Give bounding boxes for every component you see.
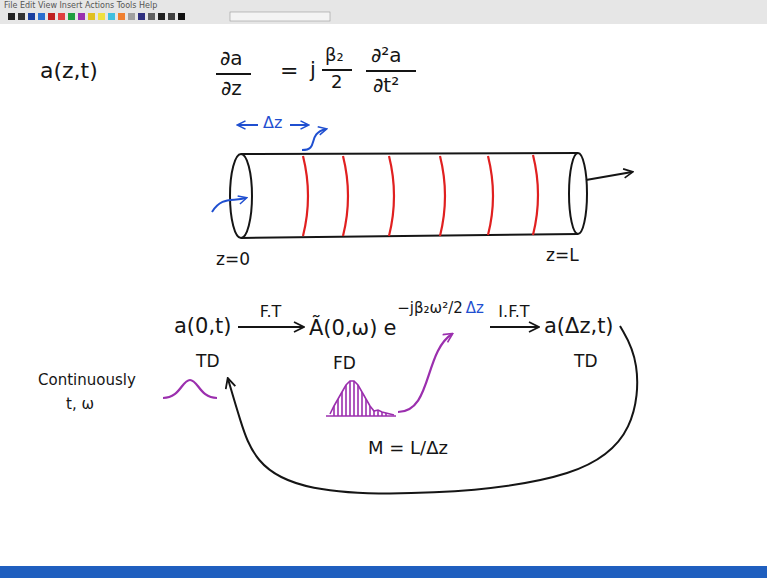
transform-arrow [490, 326, 538, 328]
fraction-bar [322, 69, 352, 71]
domain-tag: TD [196, 352, 219, 372]
menu-text: File Edit View Insert Actions Tools Help [4, 1, 157, 10]
formula-node: Ã(0,ω)e−jβ₂ω²/2ΔzFD [305, 296, 488, 378]
color-palette [8, 12, 330, 21]
taskbar [0, 566, 767, 578]
exponential-base: e [383, 316, 396, 340]
step-label: Δz [263, 114, 282, 132]
pointer-arrow [398, 334, 452, 412]
position-label: z=L [546, 246, 579, 266]
output-arrow [586, 172, 632, 180]
denominator: 2 [331, 72, 342, 93]
time-signal: a(0,t) [174, 314, 232, 338]
transform-arrow [238, 326, 303, 328]
spectrum-symbol: Ã(0,ω) [309, 316, 377, 340]
transform-label: F.T [258, 303, 284, 321]
note: Continuously [38, 372, 136, 389]
domain-tag: FD [333, 354, 356, 374]
transform-label: I.F.T [496, 303, 531, 321]
numerator: β₂ [325, 45, 344, 66]
input-arrow [212, 198, 246, 212]
formula-node: a(Δz,t) TD [540, 310, 618, 376]
note: t, ω [66, 396, 94, 413]
loop-arrow [228, 326, 637, 493]
fiber [230, 153, 587, 238]
denominator: ∂t² [373, 74, 399, 97]
time-signal: a(Δz,t) [544, 314, 614, 338]
step-length: Δz [466, 300, 484, 317]
step-count: M = L/Δz [366, 438, 450, 459]
field-symbol: a(z,t) [40, 58, 98, 83]
spectrum-sketch [326, 381, 396, 416]
denominator: ∂z [221, 77, 242, 100]
numerator: ∂²a [371, 44, 402, 67]
pulse-sketch [163, 380, 217, 398]
fraction-bar [366, 70, 416, 72]
domain-tag: TD [574, 352, 597, 372]
equals-sign: = [280, 58, 298, 83]
formula-node: a(0,t) TD [170, 310, 236, 376]
numerator: ∂a [220, 47, 243, 70]
toolbar [0, 0, 767, 24]
dimension-arrow [290, 124, 308, 126]
fraction-bar [216, 73, 251, 75]
position-label: z=0 [216, 250, 250, 270]
dimension-arrow [238, 124, 258, 126]
step-boundaries [303, 155, 538, 236]
imaginary-unit: j [310, 58, 316, 82]
pointer-arrow [302, 129, 326, 150]
exponent: −jβ₂ω²/2 [397, 300, 463, 317]
